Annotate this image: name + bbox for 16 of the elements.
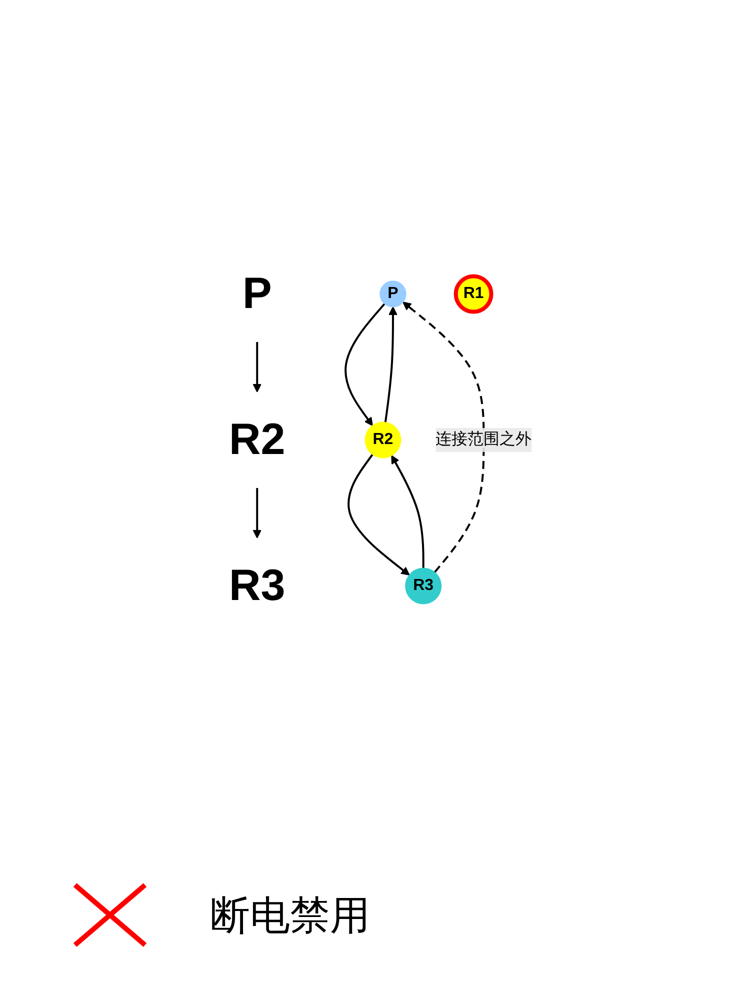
arrow <box>384 306 398 423</box>
node-circle: R2 <box>364 422 401 458</box>
node-circle: R3 <box>404 568 442 604</box>
legend-text: 断电禁用 <box>210 892 370 940</box>
arrow <box>344 303 385 426</box>
arrow <box>252 488 262 538</box>
node-text: P <box>242 269 272 318</box>
node-text: R2 <box>228 415 285 464</box>
arrow <box>252 342 262 392</box>
arrow <box>347 454 410 576</box>
edge-label: 连接范围之外 <box>435 431 532 448</box>
node-text: R3 <box>228 561 285 610</box>
arrow <box>402 302 484 573</box>
node-circle: P <box>379 280 406 308</box>
node-circle: R1 <box>453 274 493 314</box>
arrow <box>390 455 424 568</box>
